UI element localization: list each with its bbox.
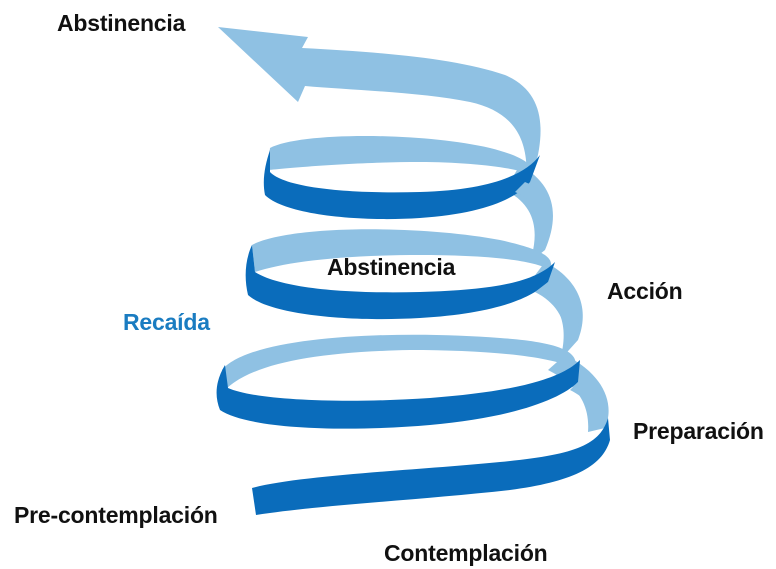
ribbon-overlaps [515, 182, 606, 425]
ribbon-overlap-1 [515, 182, 551, 228]
ribbon-loop-2-front [245, 245, 555, 320]
ribbon-loop-1-back [268, 136, 532, 175]
ribbon-back-faces [218, 27, 609, 432]
stage-label-precontemplation: Pre-contemplación [14, 502, 218, 528]
stage-label-contemplation: Contemplación [384, 540, 548, 566]
ribbon-loop-2-back [252, 229, 552, 272]
stage-label-relapse: Recaída [123, 309, 210, 335]
ribbon-loop-1-front [263, 150, 540, 220]
ribbon-overlap-3 [570, 382, 606, 425]
stage-label-abstinence-top: Abstinencia [57, 10, 186, 36]
ribbon-overlap-2 [535, 282, 579, 338]
ribbon-loop-3-front [216, 360, 580, 429]
ribbon-arrow-segment [218, 27, 541, 185]
stage-label-abstinence-center: Abstinencia [327, 254, 456, 280]
stage-label-action: Acción [607, 278, 683, 304]
ribbon-bottom-sweep [252, 418, 610, 515]
stage-label-preparation: Preparación [633, 418, 764, 444]
ribbon-loop-3-back [222, 334, 576, 390]
ribbon-front-faces [216, 150, 610, 515]
